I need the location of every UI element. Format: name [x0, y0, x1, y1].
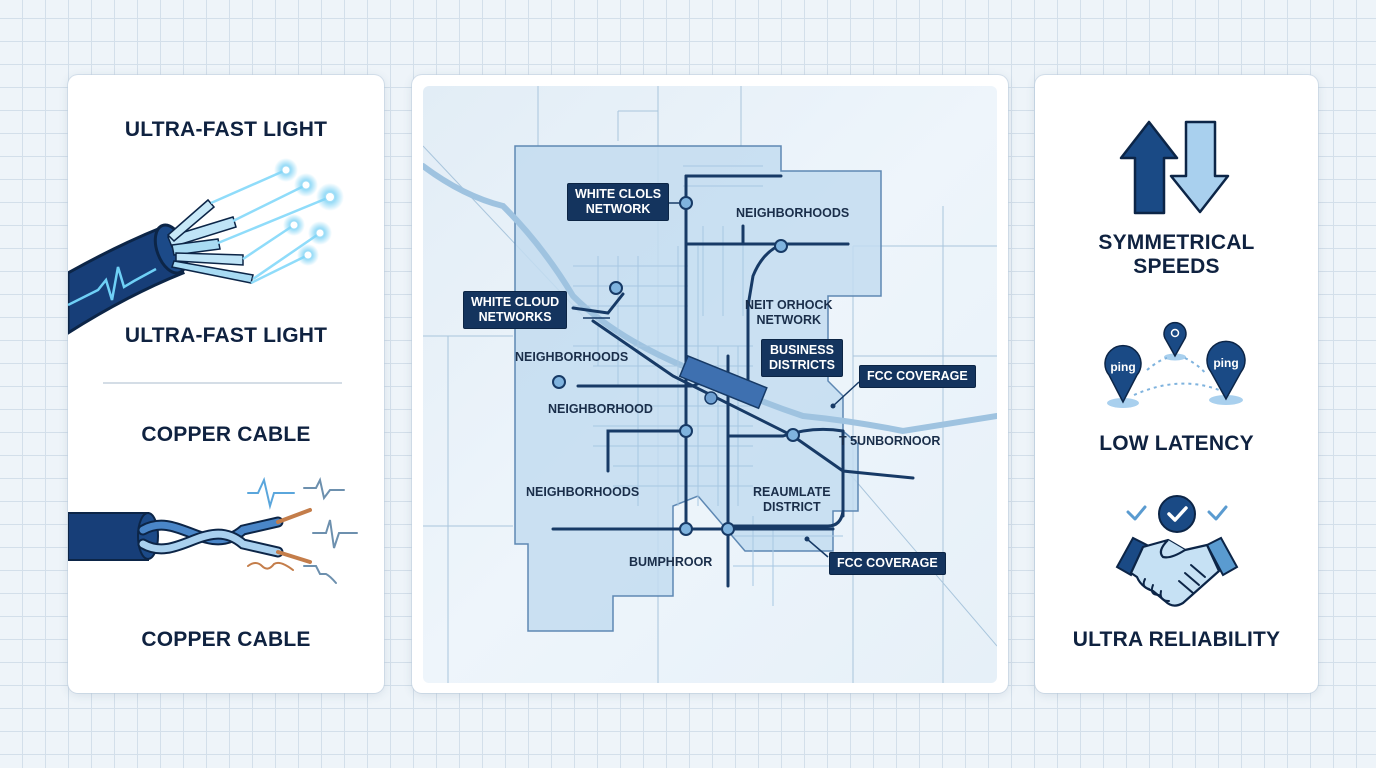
callout-business-districts: BUSINESS DISTRICTS	[761, 339, 843, 377]
handshake-check-icon	[1115, 495, 1239, 607]
callout-line: NETWORK	[585, 202, 651, 216]
map-graphics	[423, 86, 997, 683]
area-label-line: REAUMLATE	[753, 485, 831, 499]
callout-line: FCC COVERAGE	[867, 369, 968, 383]
area-label: NEIT ORHOCK NETWORK	[745, 298, 833, 328]
area-label-line: DISTRICT	[762, 500, 821, 514]
benefits-card: SYMMETRICAL SPEEDS ping ping LOW LATENCY…	[1035, 75, 1318, 693]
area-label-line: NEIT ORHOCK	[745, 298, 833, 312]
fiber-title-top: ULTRA-FAST LIGHT	[124, 118, 328, 141]
callout-line: NETWORKS	[478, 310, 552, 324]
low-latency-title: LOW LATENCY	[1099, 432, 1254, 455]
fiber-title-bottom: ULTRA-FAST LIGHT	[124, 324, 328, 347]
callout-line: FCC COVERAGE	[837, 556, 938, 570]
fiber-optic-cable-icon	[68, 158, 344, 335]
callout-line: DISTRICTS	[769, 358, 835, 372]
area-label: BUMPHROOR	[629, 555, 713, 569]
callout-line: BUSINESS	[770, 343, 834, 357]
callout-line: WHITE CLOLS	[575, 187, 662, 201]
area-label-line: NETWORK	[756, 313, 822, 327]
cable-comparison-card: ULTRA-FAST LIGHT	[68, 75, 384, 693]
area-label: NEIGHBORHOODS	[526, 485, 640, 499]
up-down-arrows-icon	[1119, 120, 1230, 215]
ping-label-left: ping	[1110, 360, 1135, 374]
area-label: REAUMLATE DISTRICT	[753, 485, 831, 515]
ultra-reliability-title: ULTRA RELIABILITY	[1072, 628, 1281, 651]
area-label: NEIGHBORHOOD	[548, 402, 653, 416]
symmetrical-speeds-title: SYMMETRICAL SPEEDS	[1035, 231, 1318, 279]
title-line: SYMMETRICAL	[1098, 231, 1255, 254]
coverage-map-card: WHITE CLOLS NETWORK WHITE CLOUD NETWORKS…	[412, 75, 1008, 693]
ping-pins-icon: ping ping	[1104, 321, 1246, 408]
area-label: NEIGHBORHOODS	[515, 350, 629, 364]
copper-title-top: COPPER CABLE	[141, 423, 311, 446]
callout-white-cloud-networks: WHITE CLOUD NETWORKS	[463, 291, 568, 329]
section-divider	[103, 382, 342, 384]
callout-fcc-coverage-1: FCC COVERAGE	[859, 365, 976, 388]
twisted-copper-cable-icon	[68, 476, 358, 584]
copper-title-bottom: COPPER CABLE	[141, 628, 311, 651]
ping-label-right: ping	[1213, 356, 1238, 370]
area-label: T 5UNBORNOOR	[839, 434, 941, 448]
callout-fcc-coverage-2: FCC COVERAGE	[829, 552, 946, 575]
title-line: SPEEDS	[1133, 255, 1220, 278]
area-label: NEIGHBORHOODS	[736, 206, 850, 220]
callout-white-clols-network: WHITE CLOLS NETWORK	[567, 183, 670, 221]
callout-line: WHITE CLOUD	[471, 295, 560, 309]
coverage-map[interactable]: WHITE CLOLS NETWORK WHITE CLOUD NETWORKS…	[423, 86, 997, 683]
